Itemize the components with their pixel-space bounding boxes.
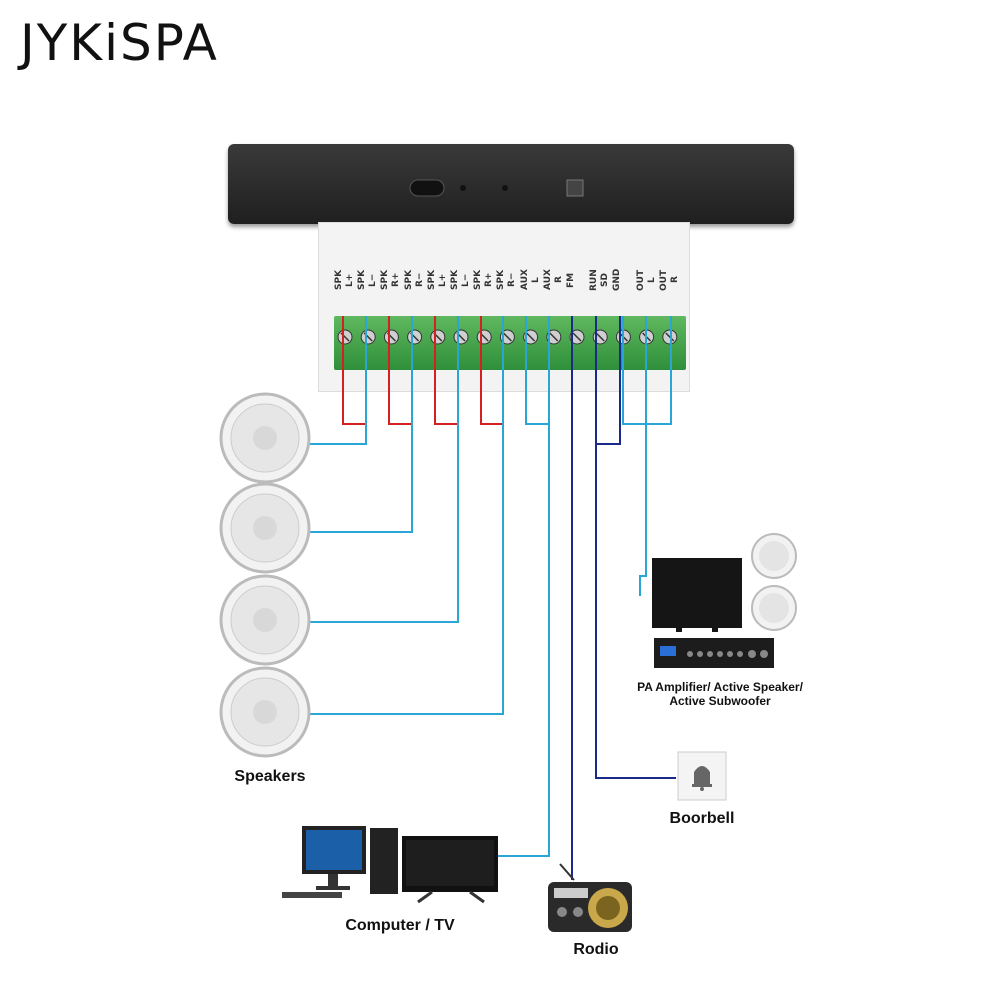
computer-tv-label: Computer / TV [345,917,455,934]
screw-slot [595,332,605,342]
small-speaker-icon [751,533,797,579]
navy-control-wires [571,316,676,880]
wall-amplifier-panel [228,144,794,224]
speakers-label: Speakers [234,768,306,785]
radio-icon [548,863,632,932]
ceiling-speaker-icon [219,392,311,484]
screw-slot [502,332,512,342]
screw-slot [665,332,675,342]
screw-slot [526,332,536,342]
ceiling-speaker-icon [219,666,311,758]
ceiling-speaker-icon [219,574,311,666]
tv-icon [402,836,498,904]
subwoofer-icon [652,558,742,628]
cyan-signal-wires [310,316,672,857]
computer-icon [282,826,398,898]
panel-button-icon [409,179,445,197]
red-speaker-wires [342,316,503,425]
panel-hole-icon [502,185,508,191]
radio-label: Rodio [573,941,619,958]
ceiling-speaker-icon [219,482,311,574]
screw-slot [549,332,559,342]
doorbell-icon [677,751,727,801]
pa-amplifier-icon [654,638,774,668]
screw-slot [572,332,582,342]
pa-amplifier-label-line2: Active Subwoofer [669,694,771,708]
panel-switch-icon [566,179,584,197]
doorbell-label: Boorbell [669,810,735,827]
panel-hole-icon [460,185,466,191]
brand-logo: JYKiSPA [20,14,219,72]
small-speaker-icon [751,585,797,631]
pa-amplifier-label-line1: PA Amplifier/ Active Speaker/ [637,680,803,694]
